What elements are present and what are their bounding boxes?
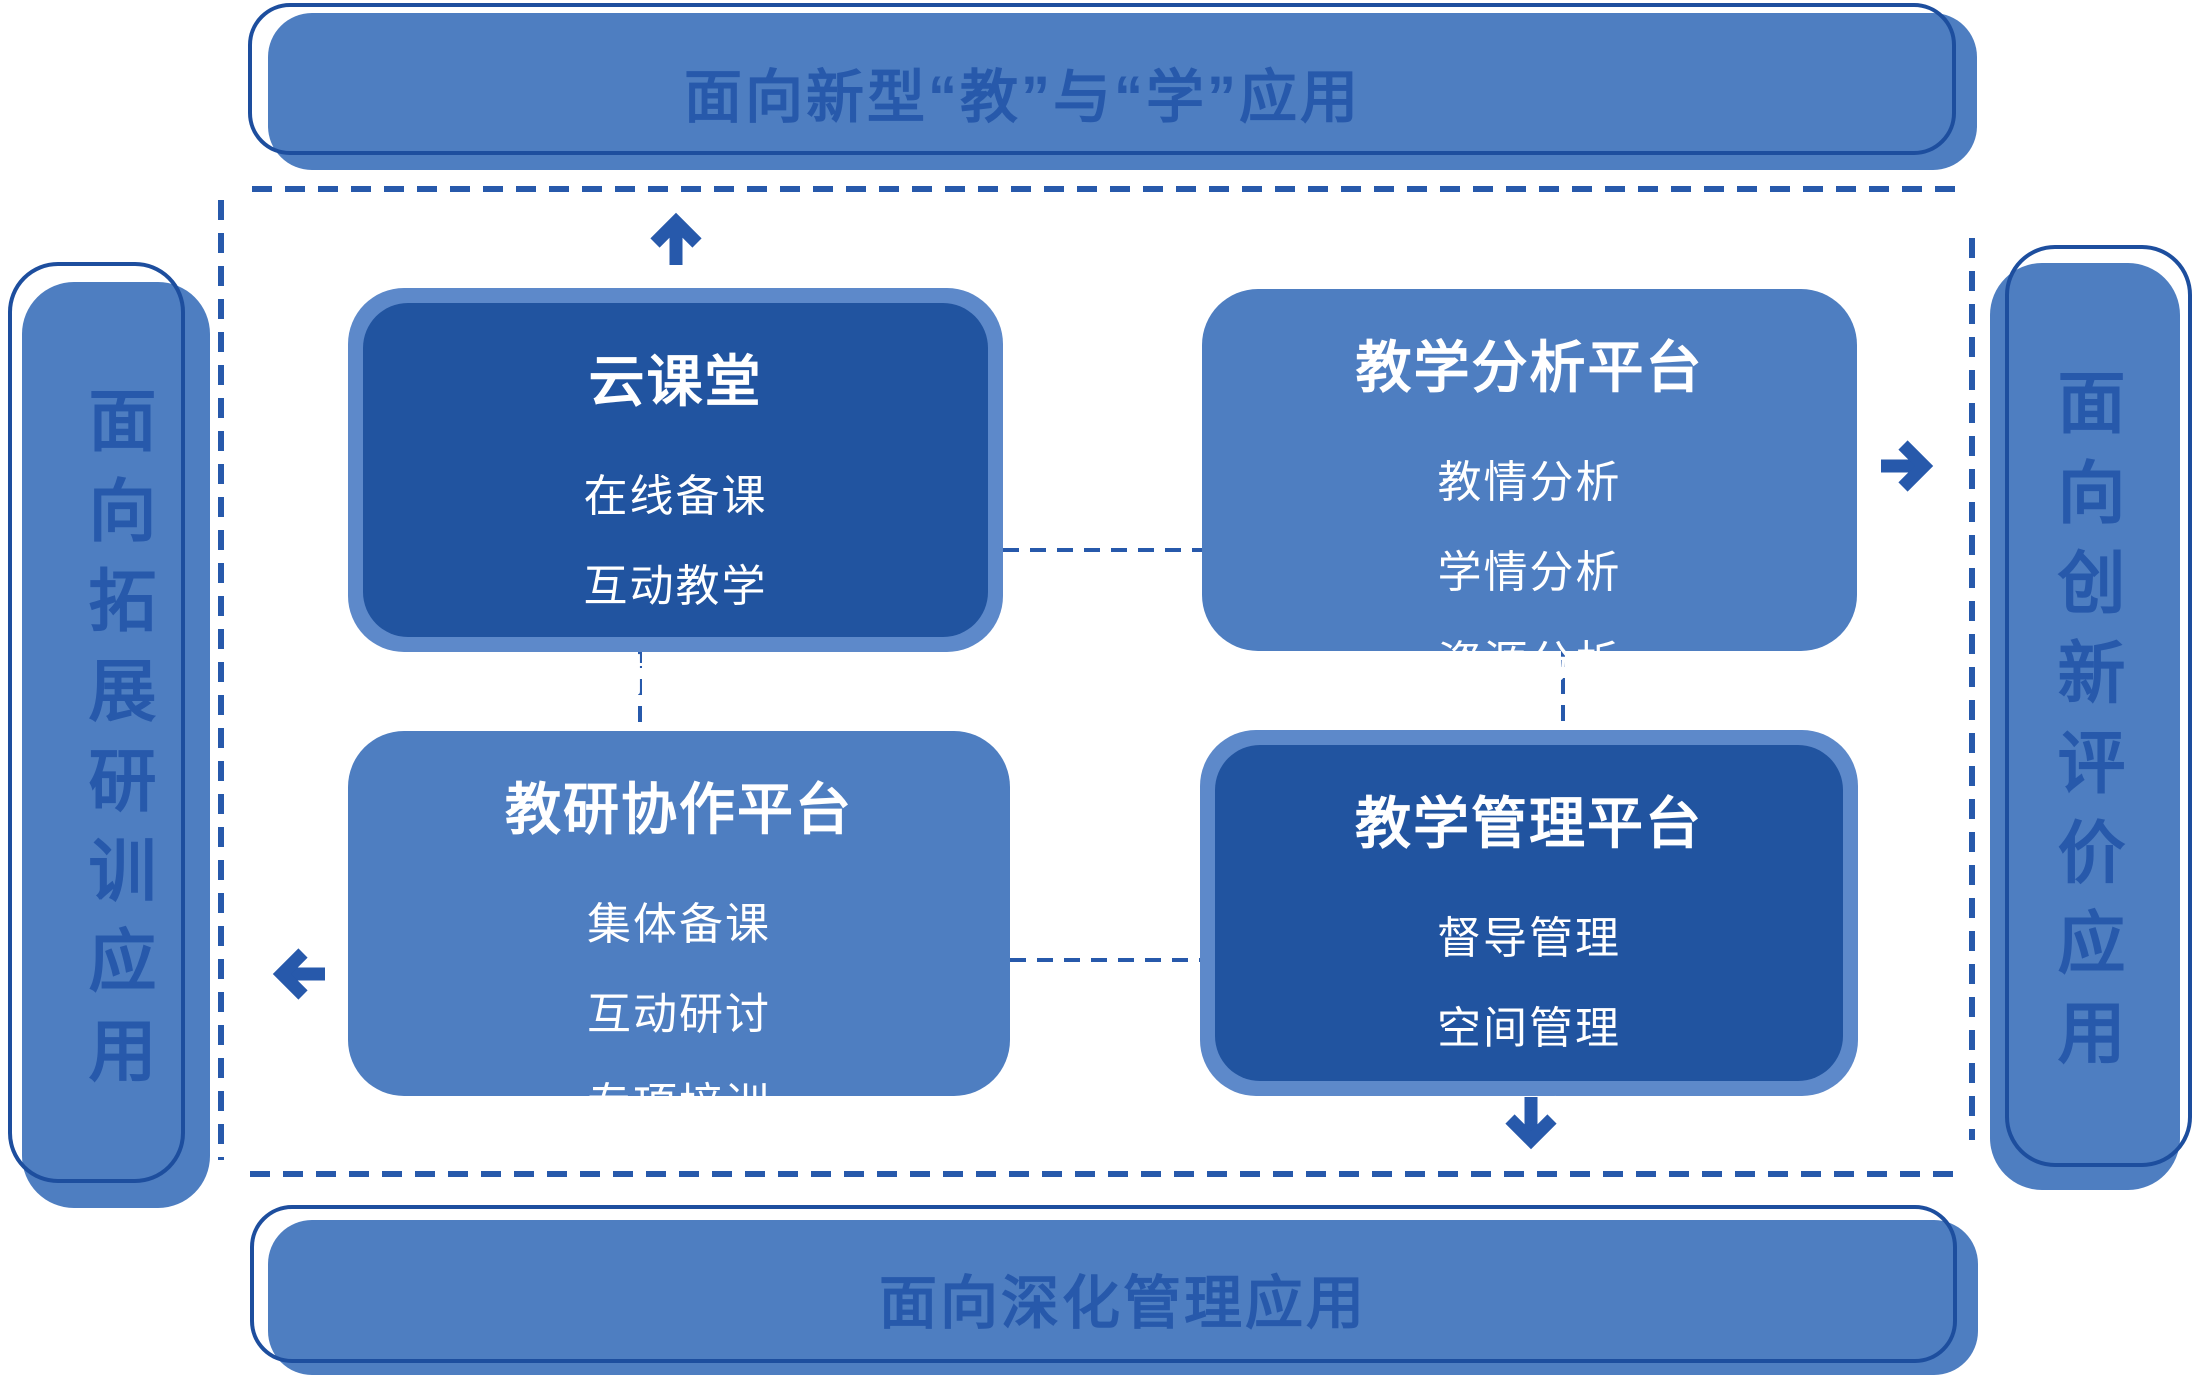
list-item: 录播直播 (583, 652, 768, 701)
down-arrow-icon (1503, 1095, 1559, 1151)
connector-left-boxes (638, 652, 642, 731)
list-item: 空间管理 (1437, 1004, 1621, 1053)
list-item: 互动研讨 (587, 990, 771, 1039)
bottom-banner-label: 面向深化管理应用 (878, 1270, 1367, 1336)
connector-bottom-boxes (1010, 958, 1200, 962)
list-item: 互动教学 (583, 562, 768, 611)
left-arrow-icon (271, 946, 327, 1002)
box-cloud-classroom-inner: 云课堂 在线备课 互动教学 录播直播 (363, 303, 988, 701)
top-banner: 面向新型“教”与“学”应用 (268, 13, 1977, 170)
left-banner-label: 面向拓展研训应用 (78, 385, 154, 1105)
list-item: 资源分析 (1437, 638, 1622, 687)
top-dashed-line (252, 186, 1957, 192)
right-banner: 面向创新评价应用 (1990, 263, 2180, 1190)
box-teaching-analysis-title: 教学分析平台 (1355, 336, 1704, 399)
connector-right-boxes (1561, 651, 1565, 730)
box-cloud-classroom: 云课堂 在线备课 互动教学 录播直播 (348, 288, 1003, 701)
box-cloud-classroom-title: 云课堂 (588, 350, 763, 413)
right-banner-label: 面向创新评价应用 (2047, 366, 2123, 1087)
list-item: 教情分析 (1437, 458, 1622, 507)
box-research-collaboration: 教研协作平台 集体备课 互动研讨 专项培训 (348, 731, 1010, 1129)
box-teaching-management-inner: 教学管理平台 督导管理 空间管理 资源管理 (1215, 745, 1843, 1143)
box-teaching-management: 教学管理平台 督导管理 空间管理 资源管理 (1200, 730, 1858, 1143)
up-arrow-icon (648, 211, 704, 267)
connector-top-boxes (1003, 548, 1202, 552)
left-dashed-line (218, 200, 224, 1160)
box-teaching-analysis: 教学分析平台 教情分析 学情分析 资源分析 (1202, 289, 1857, 687)
top-banner-label: 面向新型“教”与“学”应用 (683, 64, 1361, 130)
bottom-dashed-line (250, 1171, 1960, 1177)
bottom-banner: 面向深化管理应用 (268, 1220, 1978, 1375)
list-item: 督导管理 (1437, 914, 1621, 963)
list-item: 在线备课 (583, 472, 768, 521)
list-item: 学情分析 (1437, 548, 1622, 597)
left-banner: 面向拓展研训应用 (22, 282, 210, 1208)
box-teaching-management-title: 教学管理平台 (1355, 792, 1703, 855)
right-arrow-icon (1879, 438, 1935, 494)
list-item: 专项培训 (587, 1080, 771, 1129)
list-item: 集体备课 (587, 900, 771, 949)
box-research-collaboration-title: 教研协作平台 (505, 778, 853, 841)
right-dashed-line (1969, 238, 1975, 1140)
